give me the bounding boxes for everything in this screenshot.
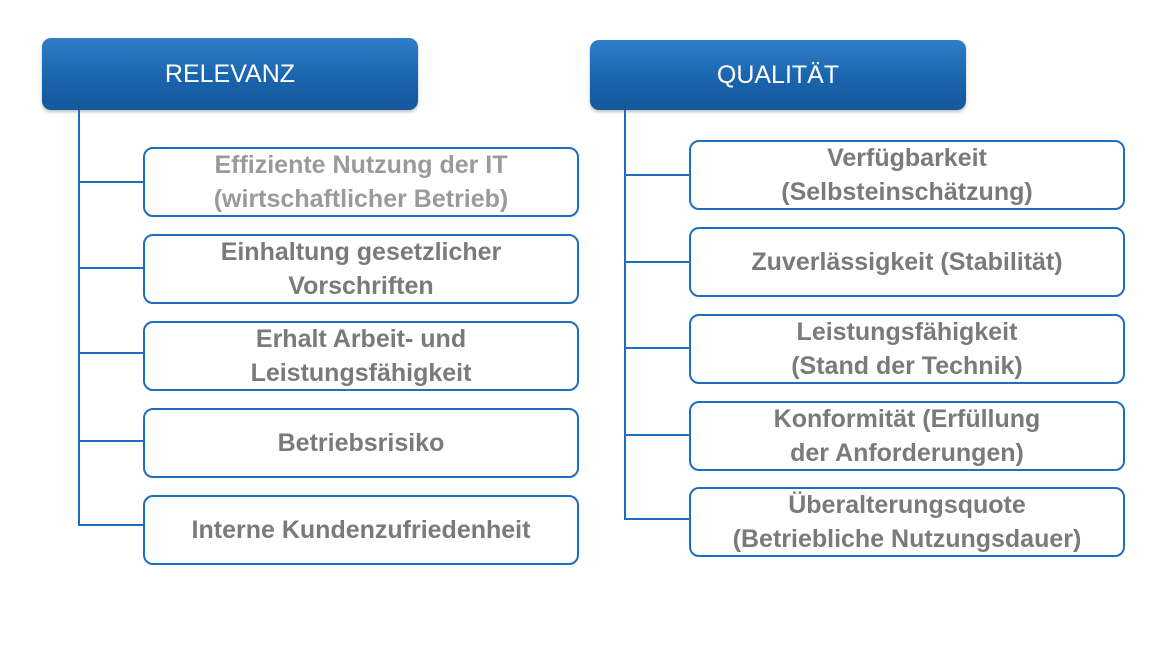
relevanz-item-gesetzliche-vorschriften: Einhaltung gesetzlicher Vorschriften	[143, 234, 579, 304]
qualitaet-branch-line	[624, 347, 690, 349]
qualitaet-header: QUALITÄT	[590, 40, 966, 110]
qualitaet-branch-line	[624, 174, 690, 176]
relevanz-item-betriebsrisiko: Betriebsrisiko	[143, 408, 579, 478]
qualitaet-item-ueberalterungsquote: Überalterungsquote (Betriebliche Nutzung…	[689, 487, 1125, 557]
qualitaet-item-zuverlaessigkeit: Zuverlässigkeit (Stabilität)	[689, 227, 1125, 297]
relevanz-header: RELEVANZ	[42, 38, 418, 110]
relevanz-branch-line	[78, 352, 144, 354]
relevanz-branch-line	[78, 440, 144, 442]
relevanz-branch-line	[78, 267, 144, 269]
relevanz-item-arbeit-leistungsfaehigkeit: Erhalt Arbeit- und Leistungsfähigkeit	[143, 321, 579, 391]
qualitaet-item-verfuegbarkeit: Verfügbarkeit (Selbsteinschätzung)	[689, 140, 1125, 210]
qualitaet-branch-line	[624, 434, 690, 436]
qualitaet-item-leistungsfaehigkeit: Leistungsfähigkeit (Stand der Technik)	[689, 314, 1125, 384]
relevanz-branch-line	[78, 524, 144, 526]
relevanz-trunk-line	[78, 110, 80, 526]
qualitaet-branch-line	[624, 261, 690, 263]
qualitaet-item-konformitaet: Konformität (Erfüllung der Anforderungen…	[689, 401, 1125, 471]
qualitaet-branch-line	[624, 518, 690, 520]
relevanz-item-kundenzufriedenheit: Interne Kundenzufriedenheit	[143, 495, 579, 565]
relevanz-branch-line	[78, 181, 144, 183]
qualitaet-trunk-line	[624, 110, 626, 520]
relevanz-item-effiziente-nutzung: Effiziente Nutzung der IT (wirtschaftlic…	[143, 147, 579, 217]
